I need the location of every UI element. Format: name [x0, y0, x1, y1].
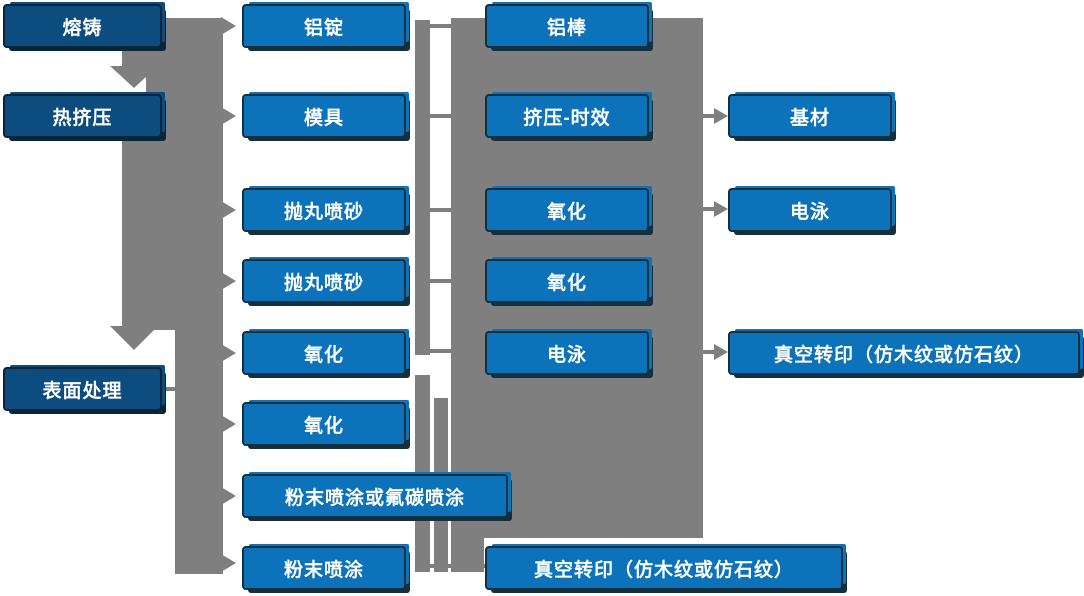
right-arrow-head [714, 344, 728, 360]
flow-node-dianyong-2: 电泳 [728, 188, 892, 232]
flow-node-jiya-shixiao: 挤压-时效 [485, 94, 649, 138]
flow-node-lvbang: 铝棒 [485, 4, 649, 48]
down-arrow-shaft [122, 48, 146, 66]
flow-node-fenmo-or-futan: 粉末喷涂或氟碳喷涂 [242, 474, 508, 518]
arrows-col3-col4 [703, 108, 728, 360]
flow-node-fenmopentu: 粉末喷涂 [242, 546, 406, 590]
right-arrow-head [714, 201, 728, 217]
down-arrow-head [110, 66, 158, 88]
right-arrow-head [221, 107, 236, 125]
right-arrow-head [221, 344, 236, 362]
flow-node-dianyong-1: 电泳 [485, 331, 649, 375]
down-arrow-head [110, 326, 158, 350]
flow-node-zhenkongzhuanyin-2: 真空转印（仿木纹或仿石纹） [728, 331, 1080, 375]
right-arrow-head [714, 108, 728, 124]
right-arrow-head [221, 487, 236, 505]
right-arrow-head [221, 201, 236, 219]
flow-node-moju: 模具 [242, 94, 406, 138]
flow-node-rongzhu: 熔铸 [3, 4, 162, 48]
right-arrow-head [221, 17, 236, 35]
flow-node-zhenkongzhuanyin-1: 真空转印（仿木纹或仿石纹） [485, 546, 843, 590]
flow-node-yanghua-3: 氧化 [485, 188, 649, 232]
band-col1-col2 [110, 17, 236, 574]
flow-node-rejiya: 热挤压 [3, 94, 162, 138]
flow-node-biaomianchuli: 表面处理 [3, 367, 162, 411]
right-arrow-head [221, 554, 236, 572]
flow-node-yanghua-2: 氧化 [242, 402, 406, 446]
down-arrow-shaft [122, 138, 146, 328]
flow-node-yanghua-4: 氧化 [485, 259, 649, 303]
right-arrow-head [221, 272, 236, 290]
flow-node-paowanpensha-1: 抛丸喷砂 [242, 188, 406, 232]
flow-node-paowanpensha-2: 抛丸喷砂 [242, 259, 406, 303]
flow-node-yanghua-1: 氧化 [242, 331, 406, 375]
flow-node-jicai: 基材 [728, 94, 892, 138]
flow-node-lvding: 铝锭 [242, 4, 406, 48]
right-arrow-head [221, 415, 236, 433]
